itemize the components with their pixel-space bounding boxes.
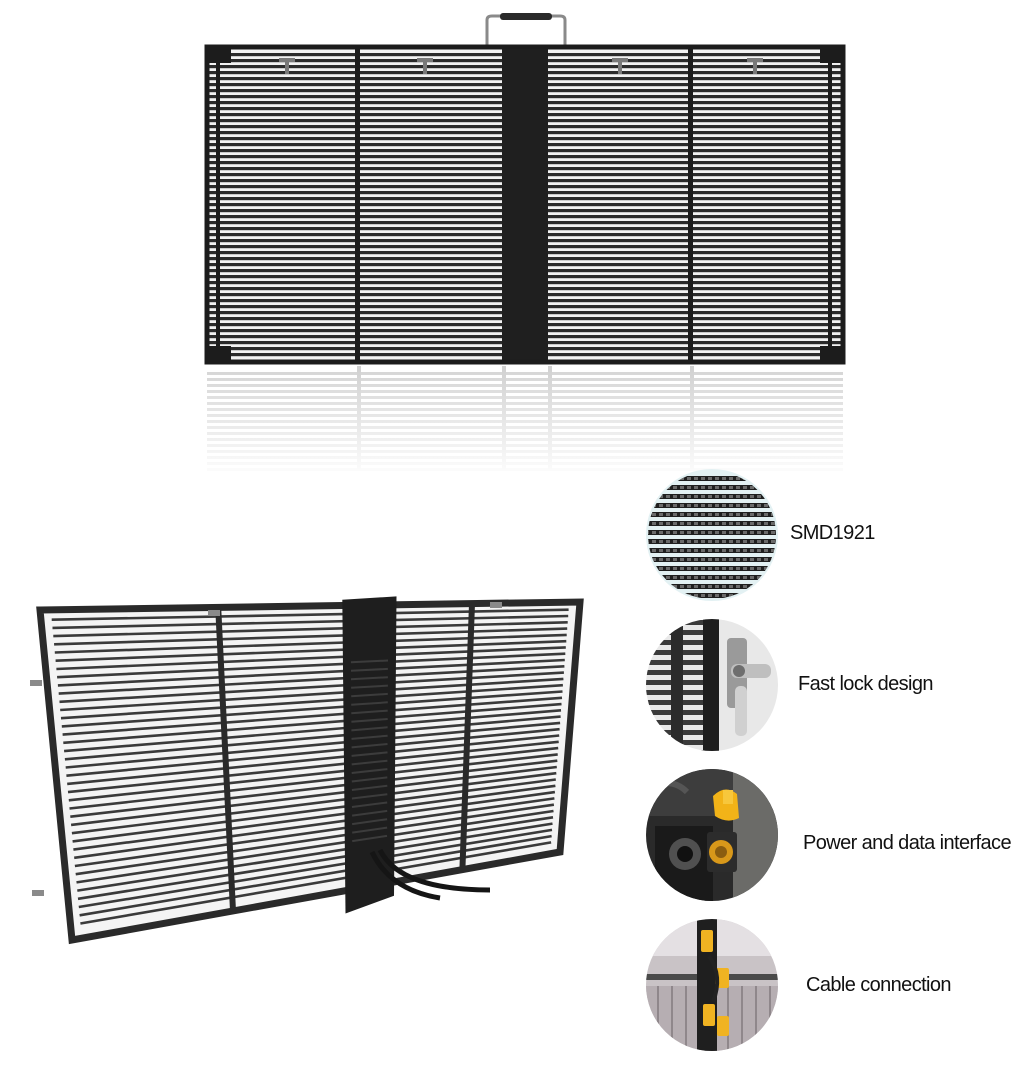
back-panel-image	[30, 596, 584, 945]
feature-label-cable-connection: Cable connection	[806, 974, 952, 996]
cable-closeup-icon	[646, 919, 778, 1051]
front-panel-image	[150, 13, 910, 480]
lock-closeup-icon	[646, 619, 778, 751]
feature-label-fast-lock: Fast lock design	[798, 673, 934, 695]
connector-closeup-icon	[646, 769, 778, 901]
led-strip-closeup-icon	[646, 469, 778, 601]
feature-label-power-data: Power and data interface	[803, 832, 1012, 854]
feature-label-smd1921: SMD1921	[790, 522, 875, 544]
